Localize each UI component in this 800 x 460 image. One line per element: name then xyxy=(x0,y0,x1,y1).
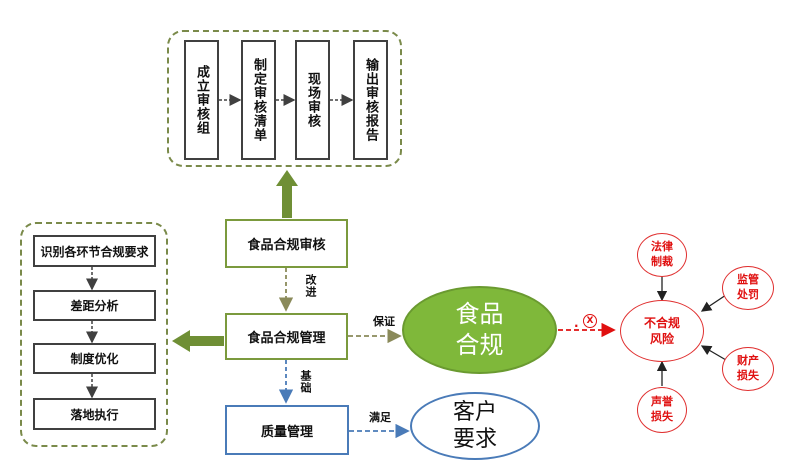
audit-box-label: 食品合规审核 xyxy=(247,238,326,253)
audit-step-make-checklist: 制定审核清单 xyxy=(241,40,276,160)
green-arrow-up-shaft xyxy=(282,184,292,218)
edge-label-satisfy: 满足 xyxy=(369,411,391,424)
quality-management-box: 质量管理 xyxy=(225,405,349,455)
risk-factor-line1: 财产 xyxy=(737,354,759,368)
audit-step-label: 现场审核 xyxy=(305,72,320,128)
risk-factor-legal-sanction: 法律 制裁 xyxy=(637,233,687,277)
audit-step-label: 成立审核组 xyxy=(194,65,209,135)
risk-line2: 风险 xyxy=(649,332,674,346)
food-compliance-audit-box: 食品合规审核 xyxy=(225,219,348,268)
risk-factor-line1: 监管 xyxy=(737,273,759,287)
compliance-step-label: 差距分析 xyxy=(70,299,119,313)
arrow-regulatory-risk xyxy=(700,294,727,312)
compliance-step-gap-analysis: 差距分析 xyxy=(33,290,156,321)
risk-factor-property-loss: 财产 损失 xyxy=(722,347,774,391)
risk-line1: 不合规 xyxy=(643,315,680,330)
edge-dot: . xyxy=(574,316,579,330)
risk-factor-line1: 声誉 xyxy=(651,395,673,409)
compliance-step-system-optimization: 制度优化 xyxy=(33,343,156,374)
risk-factor-line1: 法律 xyxy=(651,240,673,254)
compliance-step-label: 识别各环节合规要求 xyxy=(40,244,149,259)
customer-line1: 客户 xyxy=(452,399,497,425)
risk-factor-line2: 处罚 xyxy=(737,288,759,301)
customer-line2: 要求 xyxy=(452,427,497,452)
edge-label-improve: 改进 xyxy=(304,274,317,298)
edge-label-foundation: 基础 xyxy=(299,370,312,394)
green-arrow-left-shaft xyxy=(188,336,224,346)
audit-step-onsite-audit: 现场审核 xyxy=(295,40,330,160)
management-box-label: 食品合规管理 xyxy=(247,331,326,346)
audit-steps-group xyxy=(167,30,402,167)
customer-requirement-ellipse: 客户 要求 xyxy=(410,392,540,460)
risk-factor-reputation-loss: 声誉 损失 xyxy=(637,387,687,433)
food-compliance-line2: 合规 xyxy=(455,331,504,359)
green-arrow-up-head xyxy=(276,170,298,186)
green-arrow-left-head xyxy=(172,330,190,352)
food-compliance-ellipse: 食品 合规 xyxy=(402,286,557,374)
audit-step-label: 制定审核清单 xyxy=(251,58,266,142)
quality-box-label: 质量管理 xyxy=(260,424,313,440)
risk-factor-line2: 损失 xyxy=(737,369,759,382)
arrow-property-risk xyxy=(700,345,727,361)
compliance-step-implementation: 落地执行 xyxy=(33,398,156,430)
cross-mark-label: X xyxy=(586,316,594,326)
compliance-step-label: 制度优化 xyxy=(70,352,119,366)
compliance-step-label: 落地执行 xyxy=(70,407,119,422)
audit-step-output-report: 输出审核报告 xyxy=(353,40,388,160)
compliance-step-identify-requirements: 识别各环节合规要求 xyxy=(33,235,156,267)
audit-step-label: 输出审核报告 xyxy=(363,58,378,142)
non-compliance-risk-circle: 不合规 风险 xyxy=(620,300,704,362)
food-compliance-management-box: 食品合规管理 xyxy=(225,313,348,360)
compliance-steps-group xyxy=(20,222,168,447)
audit-step-form-team: 成立审核组 xyxy=(184,40,219,160)
risk-factor-line2: 损失 xyxy=(651,410,673,423)
risk-factor-line2: 制裁 xyxy=(651,255,673,268)
cross-mark-icon: X xyxy=(583,314,597,328)
food-compliance-line1: 食品 xyxy=(455,299,504,328)
edge-label-guarantee: 保证 xyxy=(373,315,395,328)
risk-factor-regulatory-penalty: 监管 处罚 xyxy=(722,266,774,310)
